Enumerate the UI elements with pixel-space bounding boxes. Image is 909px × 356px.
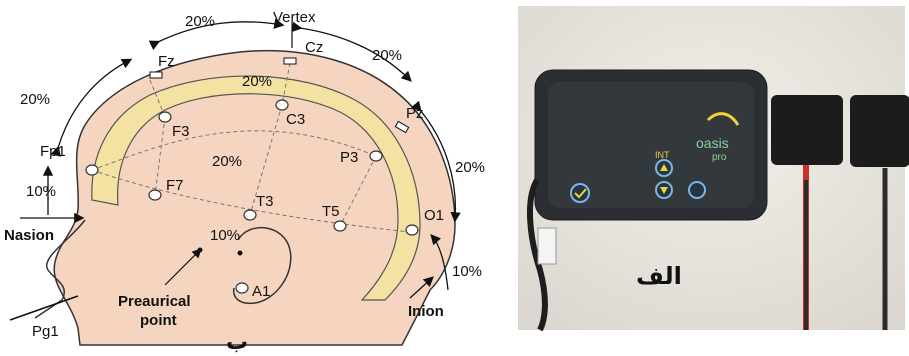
check-button <box>571 184 589 202</box>
label-cz: Cz <box>305 39 323 56</box>
pct-center-top: 20% <box>242 73 272 90</box>
pct-back-low: 10% <box>452 263 482 280</box>
nasion-label: Nasion <box>4 227 54 244</box>
fz-marker <box>150 72 162 78</box>
label-a1: A1 <box>252 283 270 300</box>
label-t3: T3 <box>256 193 274 210</box>
inion-label: Inion <box>408 303 444 320</box>
int-label: INT <box>655 150 670 160</box>
label-c3: C3 <box>286 111 305 128</box>
label-p3: P3 <box>340 149 358 166</box>
pct-top-left: 20% <box>185 13 215 30</box>
photo-caption: الف <box>636 262 682 290</box>
electrode-a1 <box>236 283 248 293</box>
pct-front-low: 10% <box>26 183 56 200</box>
label-pg1: Pg1 <box>32 323 59 340</box>
electrode-pad-1 <box>771 95 843 165</box>
label-f7: F7 <box>166 177 184 194</box>
pct-left: 20% <box>20 91 50 108</box>
electrode-t3 <box>244 210 256 220</box>
brand-label: oasis <box>696 135 729 151</box>
device-photo: INT oasis pro <box>518 6 909 330</box>
electrode-fp1 <box>86 165 98 175</box>
power-button <box>689 182 705 198</box>
pct-center-mid: 20% <box>212 153 242 170</box>
vertex-label: Vertex <box>273 9 316 26</box>
label-pz: Pz <box>406 105 424 122</box>
preauricular-label-2: point <box>140 312 177 329</box>
label-fz: Fz <box>158 53 175 70</box>
electrode-pad-2 <box>850 95 909 167</box>
eeg-10-20-diagram: Vertex 20% 20% 20% 20% 20% 20% 10% 10% 1… <box>4 9 485 345</box>
electrode-t5 <box>334 221 346 231</box>
pct-ear: 10% <box>210 227 240 244</box>
electrode-p3 <box>370 151 382 161</box>
pct-right: 20% <box>455 159 485 176</box>
electrode-f7 <box>149 190 161 200</box>
model-label: pro <box>712 152 727 163</box>
preauricular-label: Preaurical <box>118 293 191 310</box>
pct-top-right: 20% <box>372 47 402 64</box>
label-t5: T5 <box>322 203 340 220</box>
electrode-o1 <box>406 225 418 235</box>
label-fp1: Fp1 <box>40 143 66 160</box>
panel-label-b: ب <box>226 330 248 355</box>
cz-marker <box>284 58 296 64</box>
label-f3: F3 <box>172 123 190 140</box>
electrode-f3 <box>159 112 171 122</box>
electrode-c3 <box>276 100 288 110</box>
label-o1: O1 <box>424 207 444 224</box>
